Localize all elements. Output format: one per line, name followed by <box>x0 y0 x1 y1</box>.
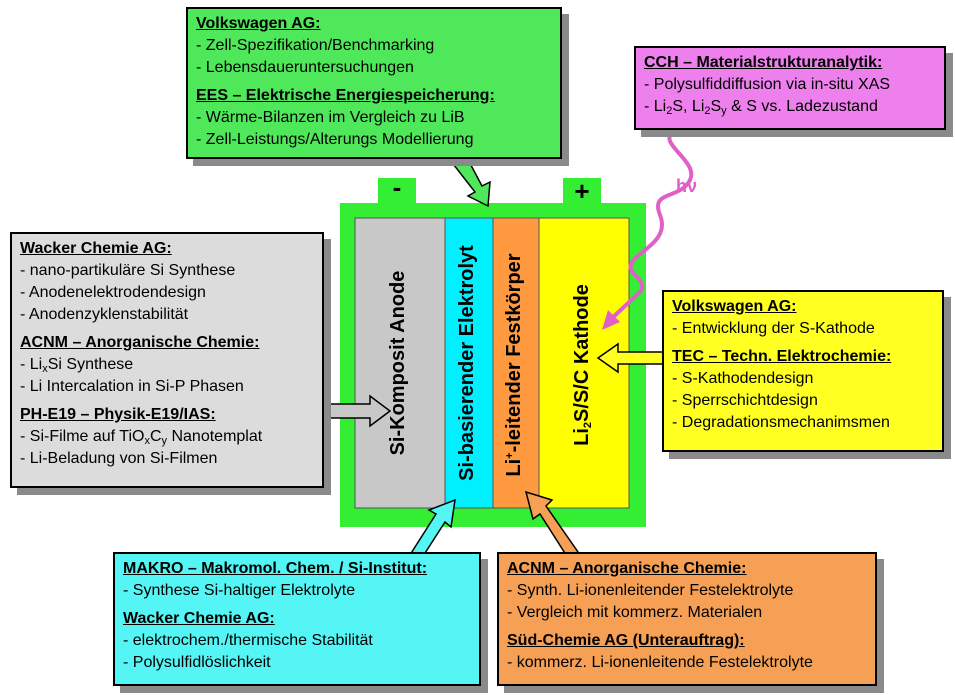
box-item: - Synth. Li-ionenleitender Festelektroly… <box>507 582 794 599</box>
box-item: - Polysulfidlöslichkeit <box>123 654 271 671</box>
minus-symbol: - <box>392 172 402 202</box>
box-volkswagen-ees: Volkswagen AG: - Zell-Spezifikation/Benc… <box>186 7 562 159</box>
box-heading: PH-E19 – Physik-E19/IAS: <box>20 406 216 423</box>
box-item: - Li-Beladung von Si-Filmen <box>20 450 218 467</box>
arrow-top <box>448 150 491 208</box>
solid-conductor-label: Li+-leitender Festkörper <box>503 253 525 477</box>
box-item: - S-Kathodendesign <box>672 370 814 387</box>
box-item: - Anodenelektrodendesign <box>20 284 206 301</box>
anode-label: Si-Komposit Anode <box>387 270 409 456</box>
box-item: - Li2S, Li2Sy & S vs. Ladezustand <box>644 98 878 117</box>
box-item: - Entwicklung der S-Kathode <box>672 320 875 337</box>
box-item: - Li Intercalation in Si-P Phasen <box>20 378 244 395</box>
box-heading: MAKRO – Makromol. Chem. / Si-Institut: <box>123 560 428 577</box>
box-item: - Sperrschichtdesign <box>672 392 818 409</box>
arrow-right <box>596 342 665 374</box>
electrolyte-label: Si-basierender Elektrolyt <box>456 245 478 481</box>
box-item: - Lebensdaueruntersuchungen <box>196 59 414 76</box>
box-heading: Wacker Chemie AG: <box>123 610 275 627</box>
photon-wave <box>608 128 694 322</box>
plus-symbol: + <box>574 176 590 206</box>
box-cch: CCH – Materialstrukturanalytik: - Polysu… <box>634 46 946 130</box>
box-heading: ACNM – Anorganische Chemie: <box>20 334 260 351</box>
electrolyte-layer <box>444 217 494 509</box>
box-item: - Vergleich mit kommerz. Materialen <box>507 604 763 621</box>
box-item: - elektrochem./thermische Stabilität <box>123 632 373 649</box>
box-acnm-suedchemie: ACNM – Anorganische Chemie: - Synth. Li-… <box>497 552 877 686</box>
box-item: - Anodenzyklenstabilität <box>20 306 189 323</box>
box-item: - Si-Filme auf TiOxCy Nanotemplat <box>20 428 263 447</box>
box-heading: Volkswagen AG: <box>196 15 321 32</box>
box-heading: ACNM – Anorganische Chemie: <box>507 560 747 577</box>
box-item: - Polysulfiddiffusion via in-situ XAS <box>644 76 891 93</box>
box-item: - Wärme-Bilanzen im Vergleich zu LiB <box>196 109 465 126</box>
box-item: - Zell-Leistungs/Alterungs Modellierung <box>196 131 474 148</box>
box-heading: EES – Elektrische Energiespeicherung: <box>196 87 495 104</box>
arrow-acnm <box>524 490 580 560</box>
box-item: - nano-partikuläre Si Synthese <box>20 262 236 279</box>
box-volkswagen-tec: Volkswagen AG: - Entwicklung der S-Katho… <box>662 290 944 452</box>
box-item: - Synthese Si-haltiger Elektrolyte <box>123 582 356 599</box>
box-heading: Süd-Chemie AG (Unterauftrag): <box>507 632 745 649</box>
photon-arrowhead <box>602 310 620 330</box>
cathode-label: Li2S/S/C Kathode <box>571 284 594 446</box>
box-makro-wacker: MAKRO – Makromol. Chem. / Si-Institut: -… <box>113 552 481 686</box>
box-heading: TEC – Techn. Elektrochemie: <box>672 348 892 365</box>
box-item: - Degradationsmechanimsmen <box>672 414 890 431</box>
box-item: - LixSi Synthese <box>20 356 134 375</box>
box-heading: Volkswagen AG: <box>672 298 797 315</box>
box-item: - Zell-Spezifikation/Benchmarking <box>196 37 435 54</box>
box-item: - kommerz. Li-ionenleitende Festelektrol… <box>507 654 813 671</box>
box-wacker-acnm-phe19: Wacker Chemie AG: - nano-partikuläre Si … <box>10 232 324 488</box>
box-heading: Wacker Chemie AG: <box>20 240 172 257</box>
solid-conductor-layer <box>492 217 540 509</box>
box-heading: CCH – Materialstrukturanalytik: <box>644 54 883 71</box>
photon-label: hν <box>676 176 698 196</box>
